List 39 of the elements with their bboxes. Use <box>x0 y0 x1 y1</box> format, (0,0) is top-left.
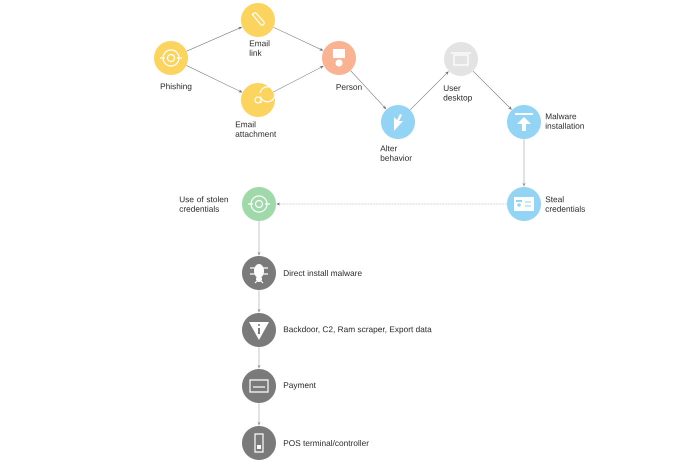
node-label: Steal credentials <box>546 196 586 212</box>
node-label: Malware installation <box>546 113 584 129</box>
circle-node: Malware installation <box>507 105 584 139</box>
arrow <box>522 138 526 186</box>
circle-node: Direct install malware <box>242 256 362 290</box>
circle-node: Backdoor, C2, Ram scraper, Export data <box>242 313 432 347</box>
circle-node: User desktop <box>444 42 478 102</box>
arrow <box>276 202 508 206</box>
node-label: Backdoor, C2, Ram scraper, Export data <box>284 326 432 334</box>
arrow <box>186 65 242 92</box>
arrow <box>273 27 324 51</box>
node-label: POS terminal/controller <box>284 440 369 446</box>
node-label: Email attachment <box>236 121 276 137</box>
node-label: Payment <box>284 382 316 390</box>
circle-node: POS terminal/controller <box>242 426 369 460</box>
circle-node: Email attachment <box>236 83 276 137</box>
arrow <box>273 66 324 92</box>
circle-node: Email link <box>241 3 275 56</box>
arrow <box>186 26 242 52</box>
arrow <box>258 290 260 312</box>
node-label: User desktop <box>444 85 472 102</box>
node-label: Alter behavior <box>380 145 412 161</box>
arrow <box>258 402 260 426</box>
arrow <box>410 71 449 110</box>
node-label: Phishing <box>160 83 192 91</box>
arrow <box>472 70 512 110</box>
node-label: Use of stolen credentials <box>180 196 228 212</box>
node-label: Direct install malware <box>284 270 362 276</box>
circle-node: Steal credentials <box>507 187 586 221</box>
circle-node: Payment <box>242 369 316 403</box>
arrow <box>258 346 260 368</box>
circle-node: Alter behavior <box>380 105 415 161</box>
circle-node: Phishing <box>154 41 192 91</box>
arrow <box>258 220 260 256</box>
arrow <box>350 70 386 110</box>
circle-node: Use of stolen credentials <box>180 187 276 221</box>
node-label: Person <box>336 84 362 90</box>
circle-node: Person <box>322 41 362 90</box>
node-label: Email link <box>250 40 270 56</box>
